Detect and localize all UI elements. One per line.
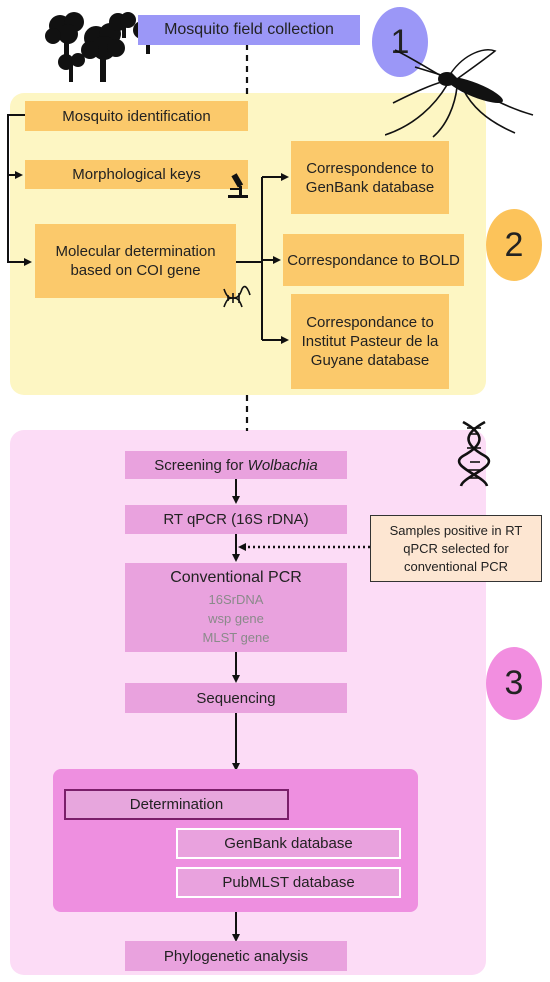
genbank-correspondence-label: Correspondence to GenBank database xyxy=(305,159,435,196)
bold-correspondence-label: Correspondance to BOLD xyxy=(287,251,460,269)
dna-small-icon xyxy=(223,285,251,308)
gene-16srdna: 16SrDNA xyxy=(208,592,264,607)
screening-box: Screening for Wolbachia xyxy=(125,451,347,479)
field-collection-label: Mosquito field collection xyxy=(164,21,334,38)
step-3-circle: 3 xyxy=(486,647,542,720)
sequencing-label: Sequencing xyxy=(196,689,276,707)
phylogenetic-analysis-label: Phylogenetic analysis xyxy=(163,947,309,965)
gene-wsp: wsp gene xyxy=(208,611,264,626)
rtqpcr-box: RT qPCR (16S rDNA) xyxy=(125,505,347,534)
mosquito-identification-label: Mosquito identification xyxy=(62,107,211,125)
determination-box: Determination xyxy=(64,789,289,820)
genbank-db-box: GenBank database xyxy=(176,828,401,859)
field-collection-box: Mosquito field collection xyxy=(138,15,360,45)
morphological-keys-label: Morphological keys xyxy=(72,166,201,183)
screening-label: Screening for Wolbachia xyxy=(154,456,318,474)
sequencing-box: Sequencing xyxy=(125,683,347,713)
conventional-pcr-label: Conventional PCR xyxy=(170,569,302,586)
bold-correspondence-box: Correspondance to BOLD xyxy=(283,234,464,286)
phylogenetic-analysis-box: Phylogenetic analysis xyxy=(125,941,347,971)
molecular-determination-box: Molecular determination based on COI gen… xyxy=(35,224,236,298)
mosquito-icon xyxy=(385,49,534,138)
pubmlst-db-label: PubMLST database xyxy=(222,874,355,891)
step-3-label: 3 xyxy=(504,664,524,702)
positive-samples-note: Samples positive in RT qPCR selected for… xyxy=(370,515,542,582)
pubmlst-db-box: PubMLST database xyxy=(176,867,401,898)
morphological-keys-box: Morphological keys xyxy=(25,160,248,189)
gene-mlst: MLST gene xyxy=(202,630,270,645)
step-2-circle: 2 xyxy=(486,209,542,281)
molecular-determination-label: Molecular determination based on COI gen… xyxy=(55,243,216,279)
genbank-db-label: GenBank database xyxy=(224,835,353,852)
step-2-label: 2 xyxy=(504,225,524,264)
determination-label: Determination xyxy=(129,796,224,813)
pasteur-correspondence-box: Correspondance to Institut Pasteur de la… xyxy=(291,294,449,389)
genbank-correspondence-box: Correspondence to GenBank database xyxy=(291,141,449,214)
mosquito-identification-box: Mosquito identification xyxy=(25,101,248,131)
dna-large-icon xyxy=(458,420,490,487)
conventional-pcr-box: Conventional PCR 16SrDNA wsp gene MLST g… xyxy=(125,563,347,652)
microscope-icon xyxy=(228,173,248,198)
rtqpcr-label: RT qPCR (16S rDNA) xyxy=(163,511,309,528)
positive-samples-note-text: Samples positive in RT qPCR selected for… xyxy=(389,522,523,574)
pasteur-correspondence-label: Correspondance to Institut Pasteur de la… xyxy=(301,314,439,369)
wolbachia-label: Wolbachia xyxy=(247,456,318,474)
